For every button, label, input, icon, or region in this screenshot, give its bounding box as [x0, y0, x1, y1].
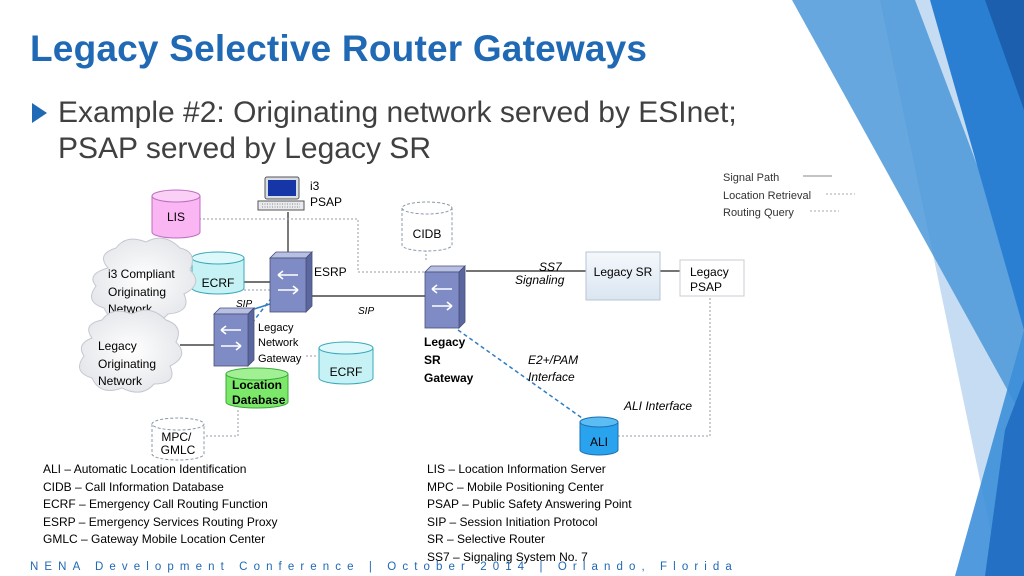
glossary-left: ALI – Automatic Location Identification … — [43, 461, 278, 549]
mpc-gmlc-label: MPC/ GMLC — [161, 430, 196, 457]
i3-psap-label: i3 PSAP — [310, 179, 342, 209]
legacy-sr-gateway-router-icon — [424, 265, 466, 329]
glossary-item: SIP – Session Initiation Protocol — [427, 514, 598, 529]
ecrf-top-label: ECRF — [202, 276, 235, 290]
legacy-sr-label: Legacy SR — [594, 265, 653, 279]
sip-left-label: SIP — [236, 299, 252, 310]
glossary-item: ECRF – Emergency Call Routing Function — [43, 497, 268, 512]
legend-location-retrieval: Location Retrieval — [723, 190, 811, 202]
legacy-sr-box: Legacy SR — [585, 251, 661, 301]
cidb-database: CIDB — [401, 201, 453, 252]
glossary-item: SS7 – Signaling System No. 7 — [427, 549, 588, 564]
glossary-item: PSAP – Public Safety Answering Point — [427, 497, 632, 512]
glossary-item: ALI – Automatic Location Identification — [43, 462, 247, 476]
lis-label: LIS — [167, 210, 185, 224]
glossary-item: MPC – Mobile Positioning Center — [427, 479, 604, 494]
legend: Signal Path Location Retrieval Routing Q… — [723, 172, 855, 219]
ss7-signaling-label: SS7 Signaling — [515, 260, 565, 287]
slide-title: Legacy Selective Router Gateways — [30, 28, 648, 69]
computer-icon — [257, 176, 305, 211]
glossary-item: LIS – Location Information Server — [427, 462, 606, 476]
legacy-sr-gateway-label: Legacy SR Gateway — [424, 335, 474, 385]
i3-originating-network-cloud — [91, 237, 197, 323]
legend-routing-query: Routing Query — [723, 207, 794, 219]
legacy-network-gateway-label: Legacy Network Gateway — [258, 322, 302, 365]
ali-label: ALI — [590, 435, 608, 449]
lis-database: LIS — [151, 189, 201, 239]
legacy-psap-label: Legacy PSAP — [690, 265, 732, 294]
esrp-label: ESRP — [314, 265, 347, 279]
esrp-router-icon — [269, 251, 313, 313]
legacy-network-gateway-router-icon — [213, 307, 255, 367]
ecrf-bottom-label: ECRF — [330, 365, 363, 379]
sip-mid-label: SIP — [358, 306, 374, 317]
legacy-originating-network-cloud — [79, 309, 183, 393]
glossary-item: ESRP – Emergency Services Routing Proxy — [43, 514, 278, 529]
ecrf-top-database: ECRF — [191, 251, 245, 295]
footer: NENA Development Conference | October 20… — [30, 561, 738, 573]
location-database: Location Database — [225, 367, 289, 409]
triangle-bullet-icon — [32, 103, 47, 123]
glossary-item: CIDB – Call Information Database — [43, 479, 224, 494]
glossary-right: LIS – Location Information Server MPC – … — [427, 461, 632, 567]
glossary-item: SR – Selective Router — [427, 532, 546, 547]
ali-interface-label: ALI Interface — [623, 399, 692, 413]
ecrf-bottom-database: ECRF — [318, 341, 374, 385]
e2-pam-interface-label: E2+/PAM Interface — [528, 353, 581, 384]
glossary-item: GMLC – Gateway Mobile Location Center — [43, 532, 266, 547]
cidb-label: CIDB — [413, 227, 442, 241]
legacy-psap-box: Legacy PSAP — [679, 259, 745, 297]
legend-signal-path: Signal Path — [723, 172, 779, 184]
bullet-text: Example #2: Originating network served b… — [58, 96, 737, 165]
mpc-gmlc-database: MPC/ GMLC — [151, 417, 205, 461]
legacy-network-label: Legacy Originating Network — [98, 339, 159, 388]
location-database-label: Location Database — [232, 378, 286, 407]
ali-database: ALI — [579, 416, 619, 456]
